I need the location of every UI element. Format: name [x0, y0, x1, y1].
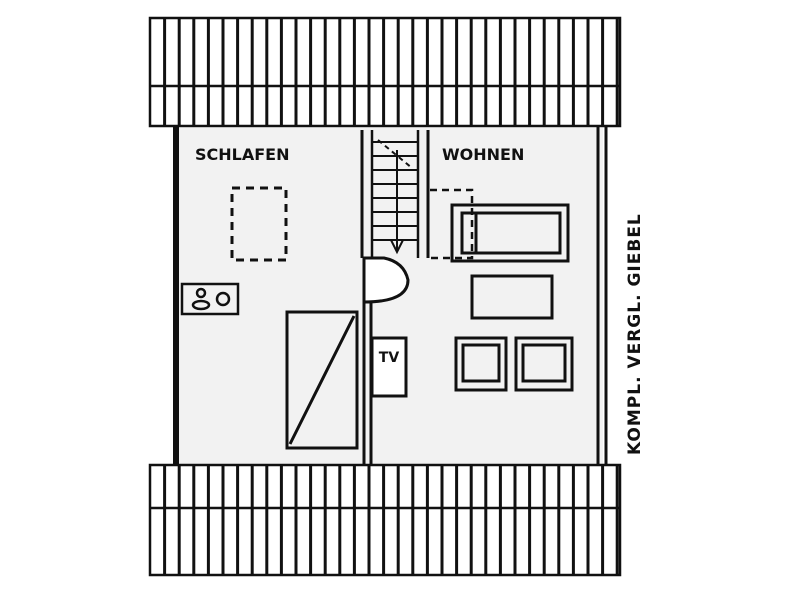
coffee-table	[470, 274, 554, 320]
room-label-bedroom: SCHLAFEN	[195, 145, 289, 164]
armchair-left	[454, 336, 508, 392]
outer-walls	[173, 126, 608, 465]
gable-note-label: KOMPL. VERGL. GIEBEL	[625, 213, 645, 455]
staircase	[370, 130, 420, 258]
roof-tiles-bottom	[148, 463, 622, 577]
armchair-right	[514, 336, 574, 392]
tv-cabinet: TV	[370, 336, 408, 398]
roof-tiles-top	[148, 16, 622, 128]
tv-label: TV	[379, 350, 400, 366]
room-label-living: WOHNEN	[442, 145, 524, 164]
bed-outline-dashed	[230, 186, 288, 262]
door-swing	[362, 256, 410, 304]
sofa	[450, 203, 570, 263]
stair-landing-dashed	[430, 188, 474, 260]
wardrobe	[285, 310, 359, 450]
washbasin-icon	[180, 282, 240, 316]
